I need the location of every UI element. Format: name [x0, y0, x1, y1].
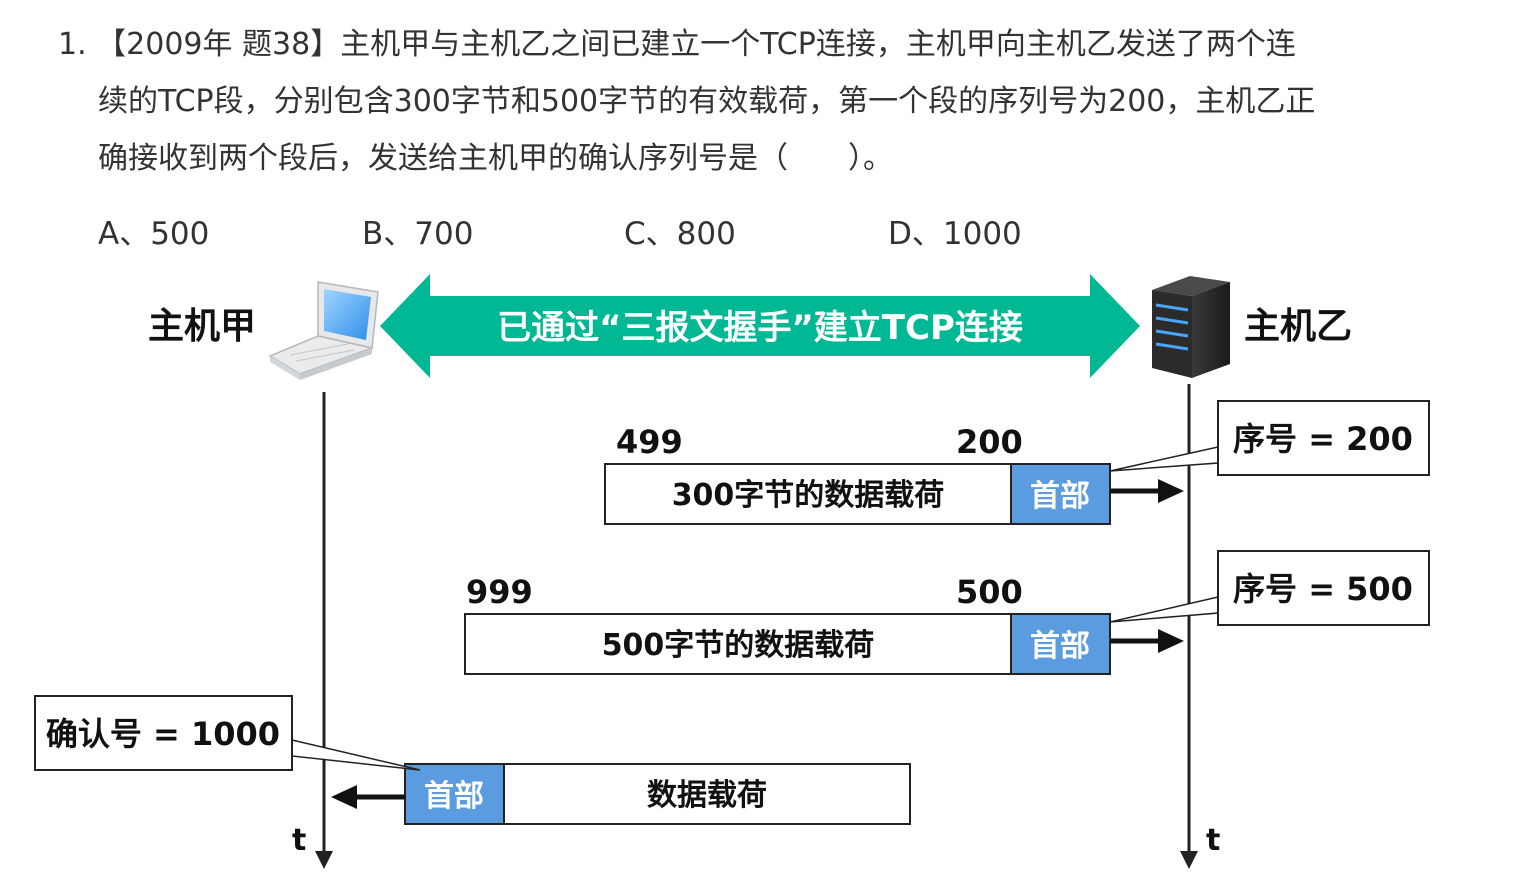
laptop-icon — [268, 281, 379, 380]
question-stem-1: 【2009年 题38】主机甲与主机乙之间已建立一个TCP连接，主机甲向主机乙发送… — [96, 27, 1296, 62]
segment-1-callout-box — [1217, 400, 1430, 476]
time-label-right: t — [1206, 823, 1220, 858]
segment-2-header-box — [1010, 613, 1111, 675]
question-line-2: 续的TCP段，分别包含300字节和500字节的有效载荷，第一个段的序列号为200… — [98, 84, 1316, 119]
segment-1-callout-text: 序号 = 200 — [1233, 420, 1413, 458]
segment-2-callout-box — [1217, 550, 1430, 626]
ack-arrow — [331, 785, 357, 809]
server-icon — [1152, 276, 1230, 378]
ack-callout-pointer — [291, 739, 421, 771]
segment-1-header-box — [1010, 463, 1111, 525]
ack-callout-text: 确认号 = 1000 — [46, 715, 280, 753]
handshake-arrow — [380, 274, 1140, 378]
segment-2-start-number: 999 — [466, 573, 533, 611]
question-text: 1. 【2009年 题38】主机甲与主机乙之间已建立一个TCP连接，主机甲向主机… — [58, 16, 1458, 187]
ack-segment: 首部 数据载荷 确认号 = 1000 — [34, 695, 911, 825]
segment-1-payload-label: 300字节的数据载荷 — [672, 478, 945, 513]
segment-2-arrow — [1158, 629, 1184, 653]
segment-1: 499 200 300字节的数据载荷 首部 序号 = 200 — [604, 400, 1430, 525]
segment-2-callout-text: 序号 = 500 — [1233, 570, 1413, 608]
segment-2: 999 500 500字节的数据载荷 首部 序号 = 500 — [464, 550, 1430, 675]
time-label-left: t — [292, 823, 306, 858]
ack-header-label: 首部 — [424, 779, 484, 814]
segment-1-header-label: 首部 — [1030, 479, 1090, 514]
segment-2-callout-pointer — [1109, 596, 1219, 623]
ack-callout-box — [34, 695, 293, 771]
ack-payload-box — [503, 763, 911, 825]
option-c[interactable]: C、800 — [624, 216, 736, 252]
segment-2-end-number: 500 — [956, 573, 1023, 611]
host-b-label: 主机乙 — [1244, 306, 1352, 347]
segment-1-arrow — [1158, 479, 1184, 503]
option-d[interactable]: D、1000 — [888, 216, 1022, 252]
ack-payload-label: 数据载荷 — [647, 778, 767, 813]
segment-2-payload-box — [464, 613, 1012, 675]
ack-header-box — [404, 763, 505, 825]
segment-1-start-number: 499 — [616, 423, 683, 461]
segment-2-header-label: 首部 — [1030, 629, 1090, 664]
segment-1-end-number: 200 — [956, 423, 1023, 461]
question-line-3: 确接收到两个段后，发送给主机甲的确认序列号是（ ）。 — [98, 141, 893, 176]
handshake-banner-text: 已通过“三报文握手”建立TCP连接 — [497, 308, 1023, 348]
segment-2-payload-label: 500字节的数据载荷 — [602, 628, 875, 663]
question-number: 1. — [58, 27, 87, 62]
host-a-label: 主机甲 — [148, 306, 256, 347]
option-b[interactable]: B、700 — [362, 216, 474, 252]
answer-options: A、500 B、700 C、800 D、1000 — [0, 202, 1536, 262]
segment-1-callout-pointer — [1109, 446, 1219, 472]
question-line-1: 1. 【2009年 题38】主机甲与主机乙之间已建立一个TCP连接，主机甲向主机… — [58, 16, 1458, 73]
option-a[interactable]: A、500 — [98, 216, 210, 252]
